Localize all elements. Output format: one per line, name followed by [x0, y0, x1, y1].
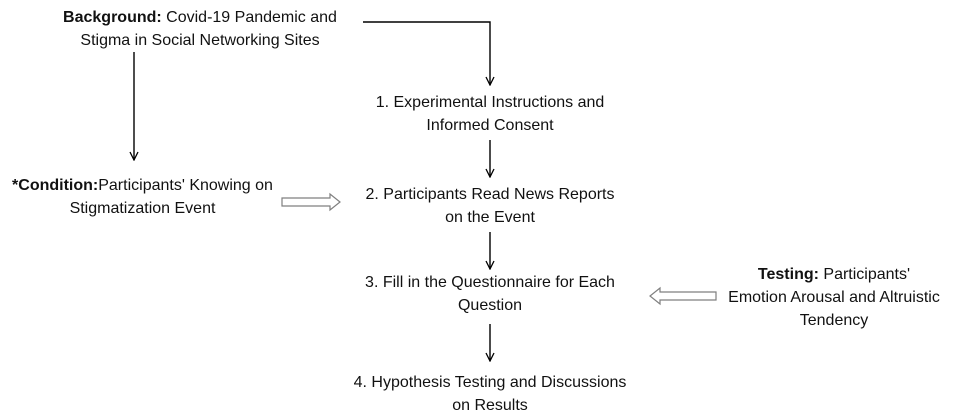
- hollow-arrow-condition-to-step2: [281, 192, 341, 212]
- hollow-arrow-testing-to-step3: [649, 286, 717, 306]
- step-2-line1: 2. Participants Read News Reports: [365, 186, 615, 203]
- step-1-line1: 1. Experimental Instructions and: [375, 94, 605, 111]
- step-3-line1: 3. Fill in the Questionnaire for Each: [365, 274, 615, 291]
- condition-label: *Condition:: [12, 177, 99, 194]
- testing-line3: Tendency: [799, 312, 869, 329]
- step-3-node: 3. Fill in the Questionnaire for Each Qu…: [330, 271, 650, 317]
- arrow-background-to-step1: [363, 21, 490, 85]
- background-node: Background: Covid-19 Pandemic and Stigma…: [30, 6, 370, 52]
- step-4-line2: on Results: [452, 397, 528, 414]
- background-label: Background:: [63, 9, 162, 26]
- step-4-line1: 4. Hypothesis Testing and Discussions: [353, 374, 627, 391]
- step-1-node: 1. Experimental Instructions and Informe…: [330, 91, 650, 137]
- step-3-line2: Question: [457, 297, 523, 314]
- step-4-node: 4. Hypothesis Testing and Discussions on…: [325, 371, 655, 417]
- testing-line1: Participants': [823, 266, 911, 283]
- condition-line1: Participants' Knowing on: [98, 177, 273, 194]
- testing-label: Testing:: [757, 266, 819, 283]
- background-line2: Stigma in Social Networking Sites: [80, 32, 320, 49]
- condition-line2: Stigmatization Event: [69, 200, 216, 217]
- step-2-node: 2. Participants Read News Reports on the…: [330, 183, 650, 229]
- condition-node: *Condition:Participants' Knowing on Stig…: [0, 174, 285, 220]
- background-line1: Covid-19 Pandemic and: [166, 9, 337, 26]
- testing-line2: Emotion Arousal and Altruistic: [728, 289, 940, 306]
- step-1-line2: Informed Consent: [426, 117, 554, 134]
- testing-node: Testing: Participants' Emotion Arousal a…: [718, 263, 950, 332]
- step-2-line2: on the Event: [445, 209, 535, 226]
